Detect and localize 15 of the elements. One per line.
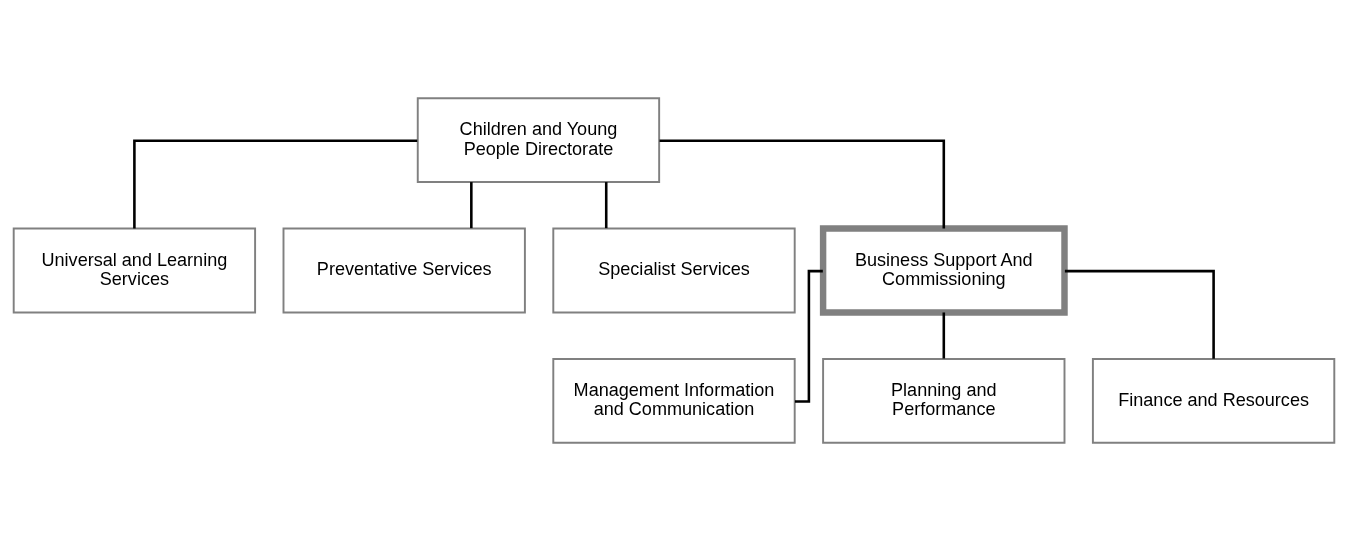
node-box: Business Support And Commissioning (819, 224, 1068, 316)
connector (470, 181, 473, 228)
connector (133, 138, 418, 228)
node-box: Planning and Performance (822, 357, 1066, 444)
node-box: Children and Young People Directorate (416, 96, 661, 183)
node-box: Universal and Learning Services (12, 227, 257, 313)
connector (1064, 269, 1215, 359)
node-box: Preventative Services (282, 227, 526, 313)
connector (659, 138, 946, 228)
node-box: Finance and Resources (1091, 357, 1336, 444)
connector (794, 269, 823, 403)
connector (942, 311, 946, 359)
node-box: Management Information and Communication (552, 357, 796, 444)
node-box: Specialist Services (552, 227, 796, 313)
connector (604, 181, 608, 228)
